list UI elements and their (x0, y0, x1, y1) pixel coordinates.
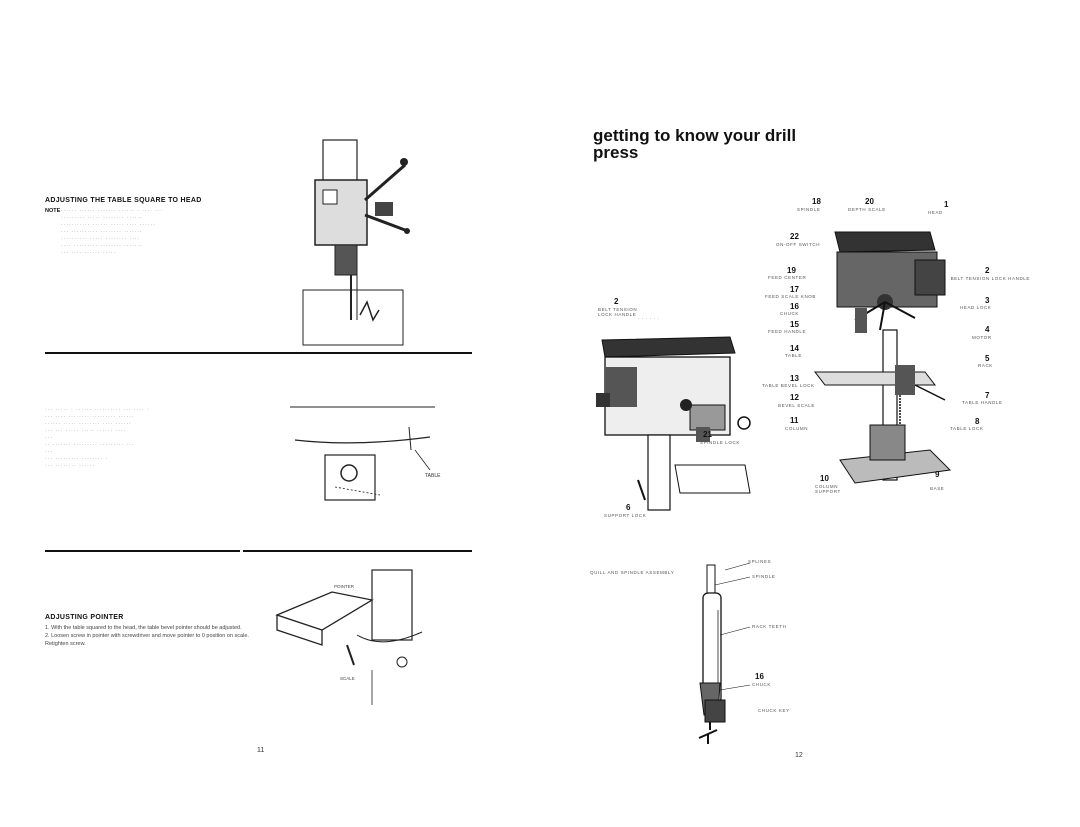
page-number-left: 11 (257, 747, 265, 754)
callout-22: 22 (790, 232, 799, 241)
section-title-table-square: ADJUSTING THE TABLE SQUARE TO HEAD (45, 197, 202, 204)
label-22: ON-OFF SWITCH (776, 242, 821, 247)
label-9: BASE (930, 486, 945, 491)
chuck-key-icon (698, 699, 726, 744)
callout-16-spindle: 16 (755, 672, 764, 681)
callout-1: 1 (944, 200, 949, 209)
callout-8: 8 (975, 417, 980, 426)
callout-12: 12 (790, 393, 799, 402)
label-6: SUPPORT LOCK (604, 513, 647, 518)
callout-18: 18 (812, 197, 821, 206)
callout-19: 19 (787, 266, 796, 275)
callout-13: 13 (790, 374, 799, 383)
drill-head-square-photo (302, 139, 410, 346)
label-13: TABLE BEVEL LOCK (762, 383, 815, 388)
drill-press-figure (813, 231, 952, 484)
table-alignment-photo: TABLE (290, 406, 441, 501)
callout-14: 14 (790, 344, 799, 353)
page-number-right: 12 (795, 752, 803, 759)
callout-7: 7 (985, 391, 990, 400)
callout-3: 3 (985, 296, 990, 305)
callout-4: 4 (985, 325, 990, 334)
label-18: SPINDLE (797, 207, 821, 212)
callout-11: 11 (790, 416, 799, 425)
spindle-caption: QUILL AND SPINDLE ASSEMBLY (590, 570, 675, 575)
pointer-step-1: 1. With the table squared to the head, t… (45, 625, 242, 631)
label-chuck: CHUCK (752, 682, 772, 687)
page-title: getting to know your drill press (593, 127, 796, 161)
label-splines: SPLINES (748, 559, 772, 564)
callout-2-main: 2 (985, 266, 990, 275)
label-1: HEAD (928, 210, 943, 215)
label-2-side: BELT TENSION LOCK HANDLE (598, 307, 638, 317)
label-2-main: BELT TENSION LOCK HANDLE (950, 276, 1030, 281)
label-14: TABLE (785, 353, 802, 358)
page-title-line2: press (593, 143, 639, 162)
callout-17: 17 (790, 285, 799, 294)
callout-10: 10 (820, 474, 829, 483)
label-spindle: SPINDLE (752, 574, 776, 579)
label-11: COLUMN (785, 426, 809, 431)
section-title-adjusting-pointer: ADJUSTING POINTER (45, 614, 124, 621)
label-3: HEAD LOCK (960, 305, 992, 310)
section-divider-1 (45, 352, 472, 354)
callout-5: 5 (985, 354, 990, 363)
note-label: NOTE (45, 208, 61, 214)
label-16: CHUCK (780, 311, 800, 316)
label-8: TABLE LOCK (950, 426, 984, 431)
label-rack-teeth: RACK TEETH (752, 624, 787, 629)
table-label: TABLE (425, 473, 441, 479)
label-7: TABLE HANDLE (962, 400, 1003, 405)
label-20: DEPTH SCALE (848, 207, 886, 212)
section1-faint-text: ······ ······ ······· ······ · ···· ····… (61, 208, 164, 256)
section2-faint-text: ··· ····· · ······ ·········· ··· ···· ·… (45, 407, 150, 469)
pointer-adjust-photo: POINTER SCALE (275, 569, 423, 705)
side-dots-1: · · · · · · (638, 316, 660, 321)
label-10: COLUMN SUPPORT (815, 484, 841, 494)
label-5: RACK (978, 363, 993, 368)
section-divider-2b (243, 550, 472, 552)
callout-6: 6 (626, 503, 631, 512)
label-4: MOTOR (972, 335, 992, 340)
label-chuck-key: CHUCK KEY (758, 708, 790, 713)
scale-label: SCALE (340, 676, 355, 681)
callout-9: 9 (935, 470, 940, 479)
page-title-line1: getting to know your drill (593, 126, 797, 145)
callout-21: 21 (703, 430, 712, 439)
pointer-label: POINTER (334, 584, 355, 589)
callout-20: 20 (865, 197, 874, 206)
callout-2-side: 2 (614, 297, 619, 306)
drill-head-side-figure (596, 336, 751, 511)
pointer-steps: 1. With the table squared to the head, t… (45, 624, 260, 648)
label-12: BEVEL SCALE (778, 403, 815, 408)
label-21: SPINDLE LOCK (700, 440, 740, 445)
label-19: FEED CENTER (768, 275, 807, 280)
section-divider-2a (45, 550, 240, 552)
pointer-step-2: 2. Loosen screw in pointer with screwdri… (45, 633, 249, 647)
callout-16: 16 (790, 302, 799, 311)
label-17: FEED SCALE KNOB (765, 294, 817, 299)
label-15: FEED HANDLE (768, 329, 807, 334)
callout-15: 15 (790, 320, 799, 329)
